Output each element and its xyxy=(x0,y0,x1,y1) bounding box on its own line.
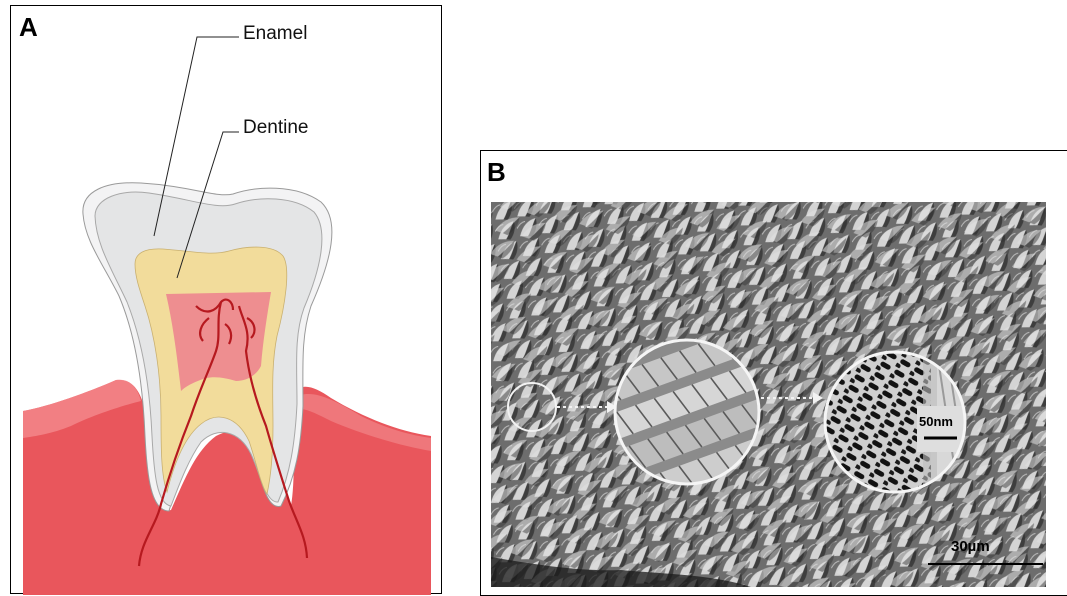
panel-letter-a: A xyxy=(19,12,38,43)
label-enamel: Enamel xyxy=(243,23,307,45)
sem-background-texture-overlay xyxy=(491,202,1046,587)
tooth-illustration xyxy=(11,6,443,595)
label-dentine: Dentine xyxy=(243,117,309,139)
scale-label-30um: 30µm xyxy=(951,538,990,555)
panel-b-sem-micrograph: B xyxy=(480,150,1067,596)
panel-a-tooth-diagram: A Enamel Dentine xyxy=(10,5,442,594)
panel-letter-b: B xyxy=(487,157,506,188)
scale-label-50nm: 50nm xyxy=(919,414,953,429)
sem-image: 50nm 30µm xyxy=(491,202,1046,587)
